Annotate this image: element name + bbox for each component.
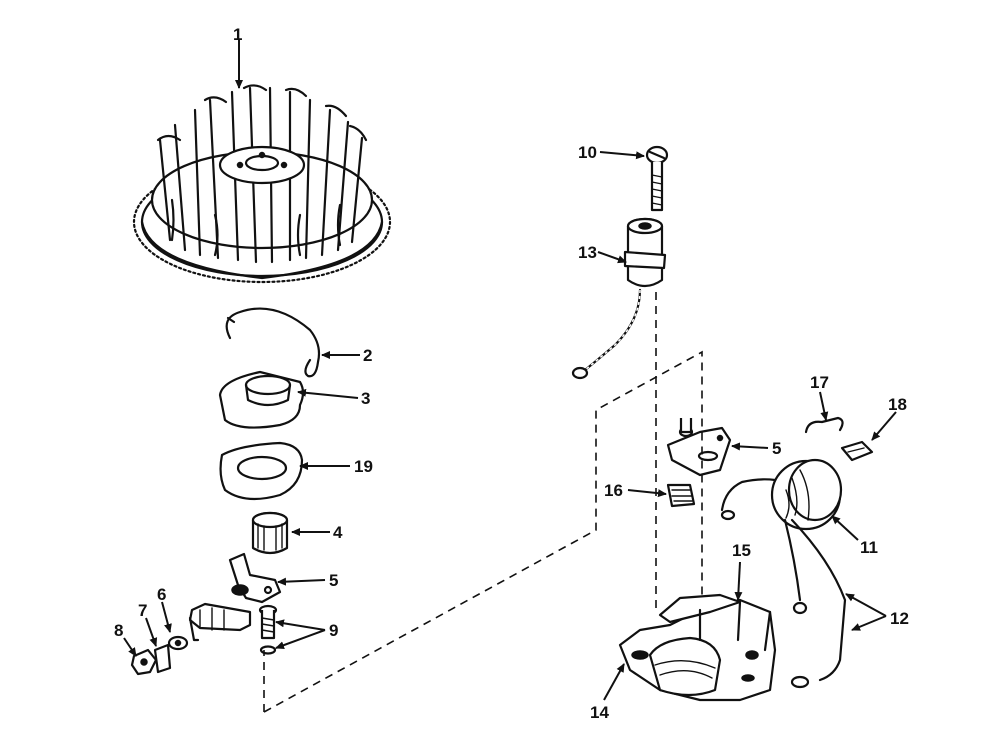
assembly-dashed-lines [263,292,703,713]
callout-9: 9 [329,621,338,640]
condenser-part [571,217,667,380]
felt-pad-part [666,483,696,508]
cam-plate-part [218,370,305,429]
callout-labels: 1 2 3 19 4 5 9 6 7 8 10 13 5 16 17 18 11… [114,25,909,722]
callout-16: 16 [604,481,623,500]
small-pad-part [840,440,874,462]
callout-15: 15 [732,541,751,560]
callout-5-left: 5 [329,571,338,590]
screw-part [258,604,278,655]
callout-10: 10 [578,143,597,162]
callout-14: 14 [590,703,609,722]
washer-plate-part [219,441,304,501]
callout-2: 2 [363,346,372,365]
callout-4: 4 [333,523,343,542]
callout-12: 12 [890,609,909,628]
spring-clip-part [225,307,321,378]
bushing-part [251,511,289,555]
callout-1: 1 [233,25,242,44]
bracket-left-part [228,552,282,604]
washer-nut-parts [130,635,189,676]
breaker-points-part [188,602,252,642]
armature-base-part [618,593,777,702]
bracket-right-part [666,418,732,477]
callout-8: 8 [114,621,123,640]
flywheel-part [132,84,392,284]
callout-7: 7 [138,601,147,620]
callout-19: 19 [354,457,373,476]
ignition-coil-part [720,458,847,689]
wire-clip-part [804,416,844,434]
callout-13: 13 [578,243,597,262]
callout-6: 6 [157,585,166,604]
leader-arrows [123,40,897,701]
callout-3: 3 [361,389,370,408]
callout-18: 18 [888,395,907,414]
callout-5-right: 5 [772,439,781,458]
callout-11: 11 [860,538,878,557]
callout-17: 17 [810,373,829,392]
screw-top-part [645,145,669,212]
